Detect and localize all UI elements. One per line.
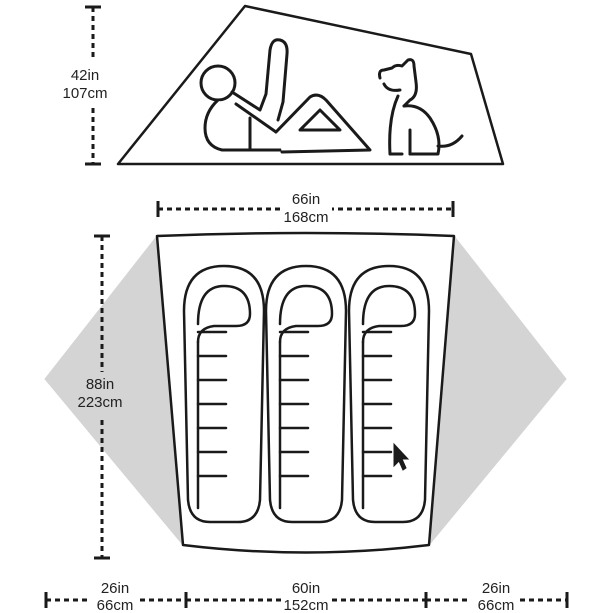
sleeping-bag [347, 264, 431, 524]
side-height-in-label: 42in [71, 67, 99, 84]
sleeping-bag-hood [196, 284, 252, 344]
side-height-cm-label: 107cm [62, 85, 107, 102]
right-vestibule-in-label: 26in [482, 580, 510, 597]
sleeping-bag-outline [347, 264, 431, 524]
bottom-width-cm-label: 152cm [283, 597, 328, 613]
sleeping-bag [182, 264, 266, 524]
length-in-label: 88in [86, 376, 114, 393]
arrow-cursor-icon [393, 442, 410, 471]
sleeping-bags [182, 264, 431, 524]
bottom-dimensions [44, 592, 569, 608]
top-width-cm-label: 168cm [283, 209, 328, 226]
sleeping-bag-hood [361, 284, 417, 344]
side-view: 42in 107cm [62, 4, 505, 166]
top-width-in-label: 66in [292, 191, 320, 208]
left-vestibule-in-label: 26in [101, 580, 129, 597]
sleeping-bag [264, 264, 348, 524]
length-dimension [94, 234, 110, 560]
bottom-width-in-label: 60in [292, 580, 320, 597]
length-cm-label: 223cm [77, 394, 122, 411]
tent-floor-outline [155, 231, 456, 554]
right-vestibule-cm-label: 66cm [478, 597, 515, 613]
dog-sitting-icon [378, 58, 464, 156]
left-vestibule-cm-label: 66cm [97, 597, 134, 613]
sleeping-bag-hood [278, 284, 334, 344]
sleeping-bag-outline [264, 264, 348, 524]
sleeping-bag-outline [182, 264, 266, 524]
person-reclining-icon [199, 38, 372, 154]
floor-plan [44, 231, 567, 554]
side-height-dimension [85, 5, 101, 166]
